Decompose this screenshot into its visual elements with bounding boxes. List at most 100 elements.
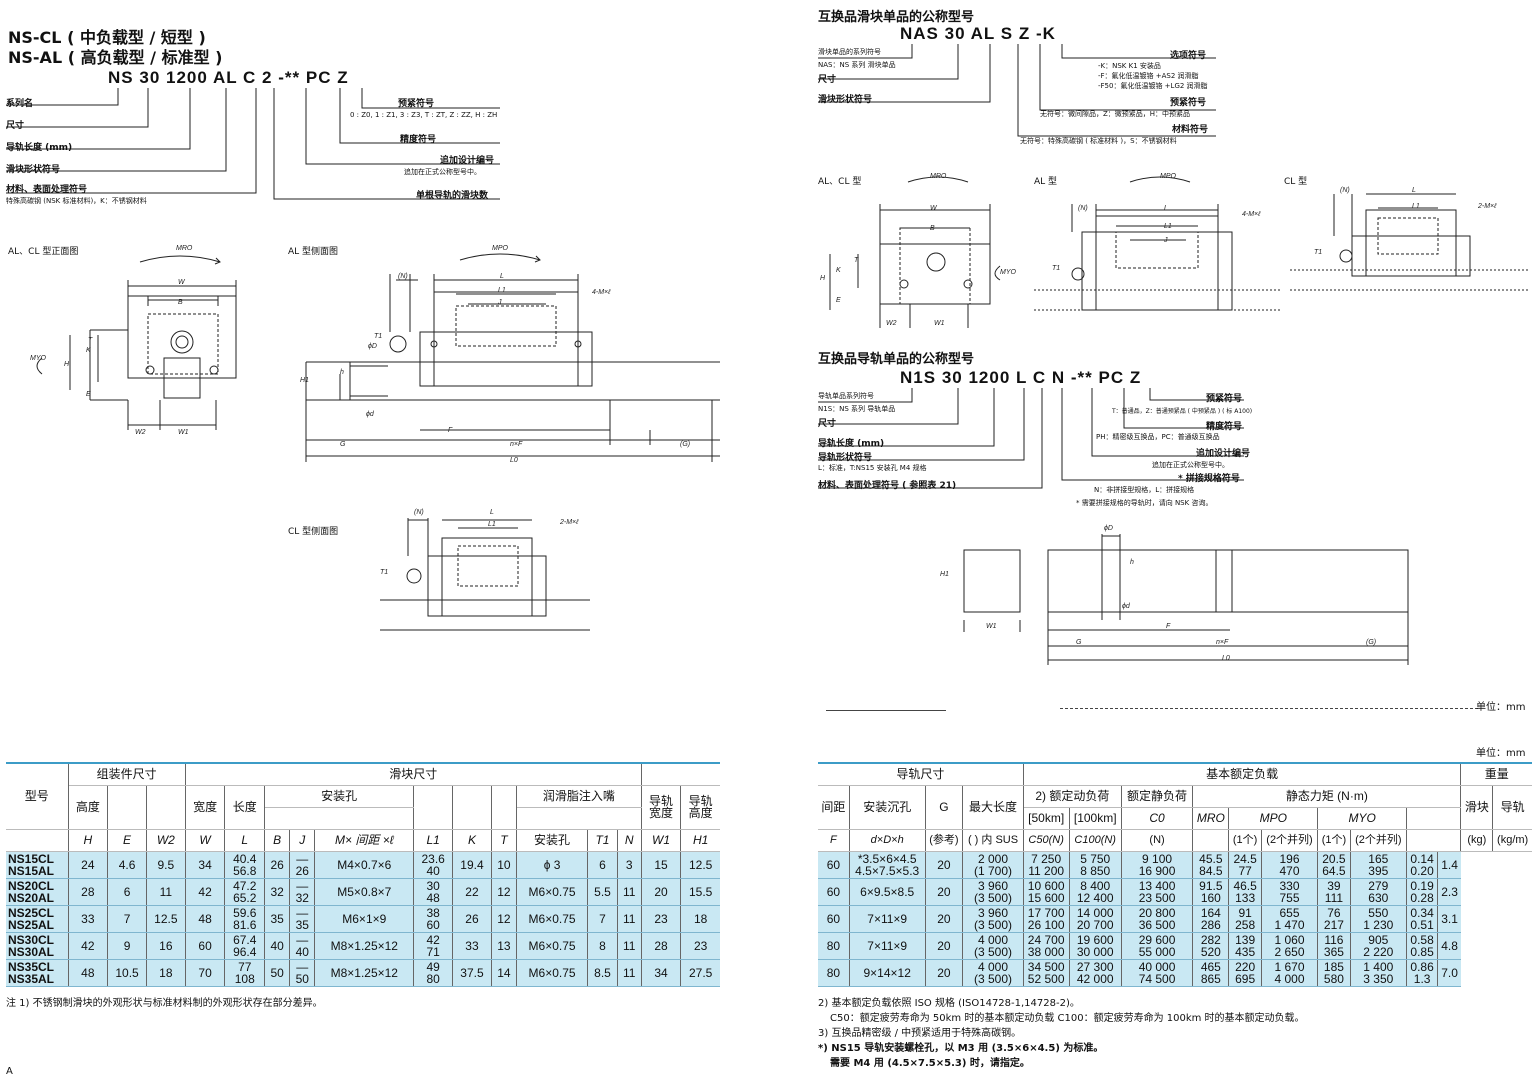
label-accuracy: 精度符号 — [400, 135, 437, 145]
table-cell: 10 — [491, 851, 517, 879]
sym-myo-one: (1个) — [1317, 829, 1351, 852]
left-table-note: 注 1) 不锈钢制滑块的外观形状与标准材料制的外观形状存在部分差异。 — [6, 998, 323, 1009]
code-lines-left — [6, 88, 500, 200]
table-cell: 7.0 — [1437, 959, 1461, 987]
svg-text:G: G — [340, 441, 346, 448]
table-cell: 15 — [641, 851, 682, 879]
rail-label-preload-note: T：普通品，Z：普通预紧品 ( 中预紧品 ) ( 标 A100) — [1112, 408, 1253, 415]
table-cell: M8×1.25×12 — [314, 959, 415, 987]
table-cell: 12.5 — [146, 905, 186, 933]
label-design: 追加设计编号 — [440, 156, 495, 166]
svg-text:W1: W1 — [934, 320, 945, 327]
page-mark: A — [6, 1066, 13, 1077]
label-series: 系列名 — [6, 99, 34, 109]
th-mpo: MPO — [1228, 807, 1319, 830]
table-cell: 7×11×9 — [849, 932, 926, 960]
right-note-2: C50：额定疲劳寿命为 50km 时的基本额定动负载 C100：额定疲劳寿命为 … — [830, 1013, 1305, 1024]
sym-hole: 安装孔 — [516, 829, 589, 852]
table-cell: M6×0.75 — [516, 905, 589, 933]
rail-label-joint: * 拼接规格符号 — [1178, 474, 1240, 484]
table-cell: 23 — [641, 905, 682, 933]
table-cell: 12 — [491, 905, 517, 933]
svg-text:W2: W2 — [886, 320, 897, 327]
table-cell: —40 — [289, 932, 316, 960]
title-line-2: NS-AL ( 高负载型 / 标准型 ) — [8, 48, 223, 67]
table-cell: 1.4 — [1437, 851, 1461, 879]
right-note-1: 2) 基本额定负载依照 ISO 规格 (ISO14728-1,14728-2)。 — [818, 998, 1080, 1009]
table-cell: 20 — [925, 851, 964, 879]
block-code-title: 互换品滑块单品的公称型号 — [818, 10, 975, 25]
rail-label-preload: 预紧符号 — [1206, 394, 1243, 404]
svg-text:(N): (N) — [1340, 187, 1350, 194]
sym-J: J — [289, 829, 316, 852]
rail-label-series-note: N1S：NS 系列 导轨单品 — [818, 405, 896, 413]
table-cell: 32 — [264, 878, 291, 906]
table-cell: 20 — [925, 878, 964, 906]
th-rail-width: 导轨宽度 — [641, 785, 682, 830]
right-note-4: *) NS15 导轨安装螺栓孔，以 M3 用 (3.5×6×4.5) 为标准。 — [818, 1043, 1104, 1054]
table-cell: —32 — [289, 878, 316, 906]
right-note-5: 需要 M4 用 (4.5×7.5×5.3) 时，请指定。 — [830, 1058, 1030, 1069]
th-pitch: 间距 — [818, 785, 850, 830]
table-cell: 7 — [107, 905, 147, 933]
sym-F: F — [818, 829, 850, 852]
table-cell: M8×1.25×12 — [314, 932, 415, 960]
svg-text:(N): (N) — [398, 273, 408, 280]
th-length: 长度 — [224, 785, 266, 830]
table-cell: 34 — [641, 959, 682, 987]
block-cl-side-drawing: (N) L L1 2-M×ℓ T1 — [1290, 187, 1530, 291]
block-label-option: 选项符号 — [1170, 51, 1207, 61]
table-cell: 27.5 — [680, 959, 720, 987]
sym-W1: W1 — [641, 829, 682, 852]
label-blocks: 单根导轨的滑块数 — [416, 191, 489, 201]
block-label-shape: 滑块形状符号 — [818, 95, 873, 105]
svg-text:4-M×ℓ: 4-M×ℓ — [592, 289, 611, 296]
rail-code-title: 互换品导轨单品的公称型号 — [818, 352, 975, 367]
table-cell: 5.5 — [587, 878, 618, 906]
rail-label-length: 导轨长度 (mm) — [818, 439, 885, 449]
table-cell: 7 — [587, 905, 618, 933]
table-cell: 11 — [617, 905, 642, 933]
th-width: 宽度 — [185, 785, 226, 830]
svg-text:L: L — [1164, 205, 1168, 212]
table-cell: 70 — [185, 959, 226, 987]
svg-text:T1: T1 — [374, 333, 382, 340]
table-cell: 16 — [146, 932, 186, 960]
th-rail-w: 导轨 — [1492, 785, 1532, 830]
unit-label-2: 单位：mm — [1476, 748, 1526, 759]
block-label-series-note: NAS：NS 系列 滑块单品 — [818, 61, 896, 69]
th-maxlen: 最大长度 — [962, 785, 1024, 830]
model-code-left: NS 30 1200 AL C 2 -** PC Z — [108, 68, 349, 87]
th-mro: MRO — [1192, 807, 1230, 830]
svg-text:L1: L1 — [1164, 223, 1172, 230]
table-cell: 60 — [185, 932, 226, 960]
sym-W2: W2 — [146, 829, 186, 852]
svg-text:h: h — [1130, 559, 1134, 566]
th-rail: 导轨尺寸 — [818, 763, 1024, 786]
rail-label-accuracy-note: PH：精密级互换品，PC：普通级互换品 — [1096, 433, 1220, 441]
svg-text:L0: L0 — [510, 457, 518, 464]
th-static: 额定静负荷 — [1121, 785, 1194, 808]
table-cell: 14 — [491, 959, 517, 987]
sym-K: K — [452, 829, 492, 852]
fig-cl-caption: CL 型 — [1284, 177, 1308, 187]
table-cell: 20 — [925, 932, 964, 960]
th-g: G — [925, 785, 964, 830]
stray-rule — [826, 710, 946, 711]
